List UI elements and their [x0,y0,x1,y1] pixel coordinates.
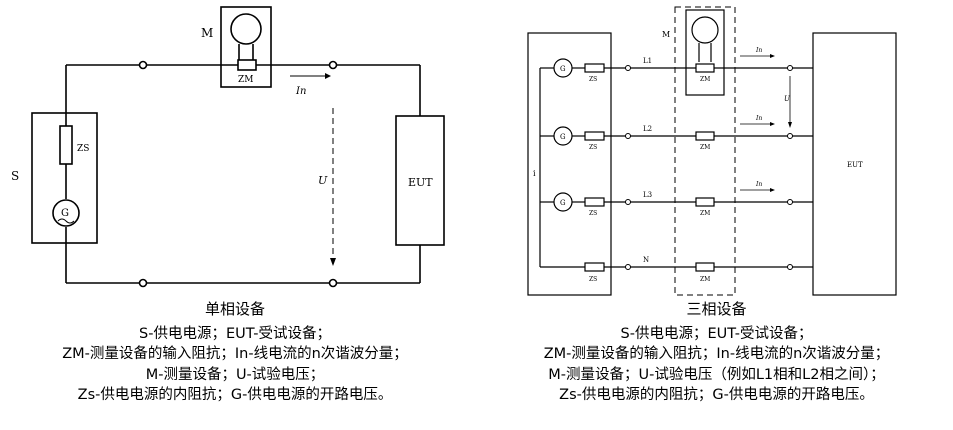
in-label-l2: In [755,115,762,122]
single-phase-caption-line: ZM-测量设备的输入阻抗；In-线电流的n次谐波分量； [62,346,408,362]
single-phase-caption-line: S-供电电源；EUT-受试设备； [139,325,331,342]
three-phase-circuit-diagram: M i EUT U L1 G ZS ZM In L2 G ZS ZM In L3… [527,6,897,296]
zm-impedance-l2 [695,131,715,141]
zs-impedance-l3 [584,197,605,207]
zs-impedance-l1 [584,63,605,73]
single-phase-circuit-diagram: M S ZM ZS G In U EUT [11,6,445,288]
generator-label-l1: G [560,65,566,73]
measuring-device-column [674,6,736,296]
three-phase-caption-line: Zs-供电电源的内阻抗；G-供电电源的开路电压。 [559,387,874,403]
zs-label-l3: ZS [589,210,597,217]
line-label-l3: L3 [643,191,652,199]
single-phase-caption: 单相设备 S-供电电源；EUT-受试设备； ZM-测量设备的输入阻抗；In-线电… [0,299,470,406]
label-zm: ZM [238,75,253,85]
label-i: i [533,169,536,178]
zm-impedance [237,59,257,71]
line-label-l2: L2 [643,125,652,133]
zm-label-l1: ZM [700,76,710,83]
measuring-device-box [220,6,272,88]
line-label-l1: L1 [643,57,652,65]
zs-impedance-n [584,262,605,272]
zm-impedance-n [695,262,715,272]
label-m: M [201,26,213,40]
meter-icon [230,13,262,45]
line-label-n: N [643,256,649,264]
zs-label-l1: ZS [589,76,597,83]
zs-impedance [59,125,73,165]
label-in: In [295,86,306,97]
label-eut: EUT [408,176,433,189]
power-source-box [31,112,98,244]
in-label-l3: In [755,181,762,188]
power-source-box-3ph [527,32,612,296]
generator-label-l2: G [560,133,566,141]
three-phase-caption: 三相设备 S-供电电源；EUT-受试设备； ZM-测量设备的输入阻抗；In-线电… [480,299,953,406]
generator-icon-l2 [553,126,573,146]
label-m-3ph: M [662,30,670,39]
zs-label-n: ZS [589,276,597,283]
label-g: G [61,208,69,219]
zm-impedance-l3 [695,197,715,207]
three-phase-caption-line: S-供电电源；EUT-受试设备； [620,325,813,342]
single-phase-caption-line: M-测量设备；U-试验电压； [145,366,325,383]
zm-impedance-l1 [695,63,715,73]
three-phase-caption-line: M-测量设备；U-试验电压（例如L1相和L2相之间）； [548,366,885,383]
single-phase-caption-line: Zs-供电电源的内阻抗；G-供电电源的开路电压。 [77,387,393,403]
three-phase-title: 三相设备 [686,300,747,318]
generator-label-l3: G [560,199,566,207]
eut-box [395,115,445,246]
generator-icon-l3 [553,192,573,212]
label-eut-3ph: EUT [847,161,863,169]
eut-box-3ph [812,32,897,296]
label-u-3ph: U [784,95,791,103]
zs-impedance-l2 [584,131,605,141]
label-s: S [11,169,19,183]
zm-label-l3: ZM [700,210,710,217]
single-phase-title: 单相设备 [204,300,265,318]
zm-label-n: ZM [700,276,710,283]
three-phase-caption-line: ZM-测量设备的输入阻抗；In-线电流的n次谐波分量； [543,346,890,362]
generator-icon-l1 [553,58,573,78]
zm-label-l2: ZM [700,144,710,151]
label-zs: ZS [77,144,89,154]
in-label-l1: In [755,47,762,54]
meter-icon-3ph [691,16,719,44]
label-u: U [318,174,328,187]
zs-label-l2: ZS [589,144,597,151]
